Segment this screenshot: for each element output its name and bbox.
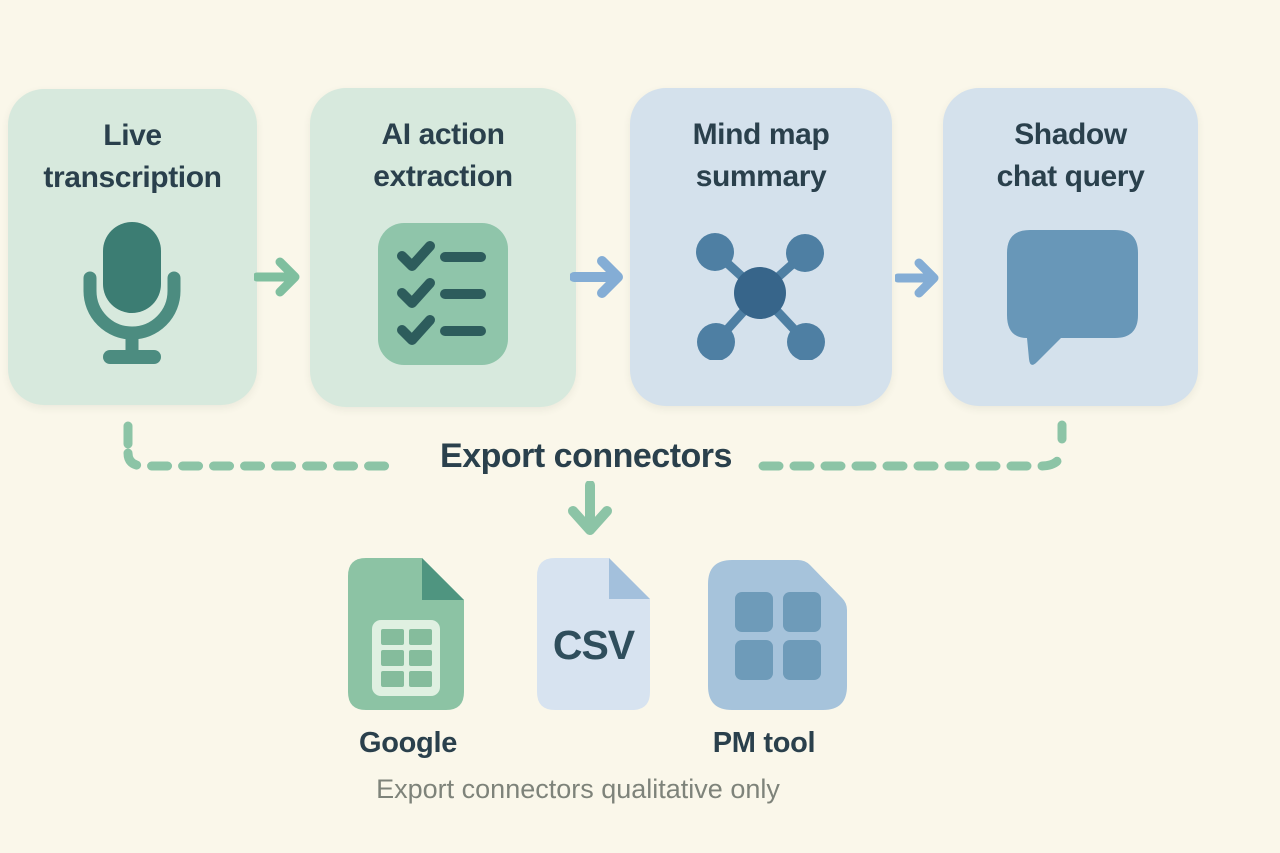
csv-file-icon (537, 558, 650, 710)
card-title-line: Shadow (1014, 118, 1127, 151)
export-connectors-label: Export connectors (440, 437, 732, 475)
export-caption: Export connectors qualitative only (376, 774, 780, 804)
card-title-line: Mind map (692, 118, 830, 151)
card-title-line: chat query (996, 160, 1145, 193)
card-title: Mind map summary (630, 114, 892, 198)
mind-map-icon (695, 232, 825, 360)
chat-bubble-icon (1007, 230, 1138, 366)
card-title: Shadow chat query (943, 114, 1198, 198)
flow-card-mind-map-summary: Mind map summary (630, 88, 892, 406)
google-target-label: Google (358, 727, 458, 759)
card-title: Live transcription (8, 115, 257, 199)
csv-file-text: CSV (552, 622, 635, 668)
dashed-connector-left (116, 420, 406, 478)
pm-tool-target-label: PM tool (712, 727, 816, 759)
dashed-connector-right (755, 420, 1075, 478)
checklist-icon (378, 223, 508, 365)
card-title: AI action extraction (310, 114, 576, 198)
flow-card-live-transcription: Live transcription (8, 89, 257, 405)
pm-tool-icon (708, 560, 847, 710)
card-title-line: AI action (381, 118, 505, 151)
card-title-line: Live (103, 119, 162, 152)
microphone-icon (82, 222, 182, 370)
google-sheet-file-icon (348, 558, 464, 710)
flow-arrow-2 (570, 255, 630, 299)
export-down-arrow-icon (566, 481, 614, 543)
flow-card-shadow-chat-query: Shadow chat query (943, 88, 1198, 406)
card-title-line: extraction (373, 160, 513, 193)
flow-card-ai-action-extraction: AI action extraction (310, 88, 576, 407)
card-title-line: summary (695, 160, 827, 193)
flow-arrow-1 (254, 255, 306, 299)
flow-arrow-3 (895, 256, 945, 300)
card-title-line: transcription (43, 161, 222, 194)
